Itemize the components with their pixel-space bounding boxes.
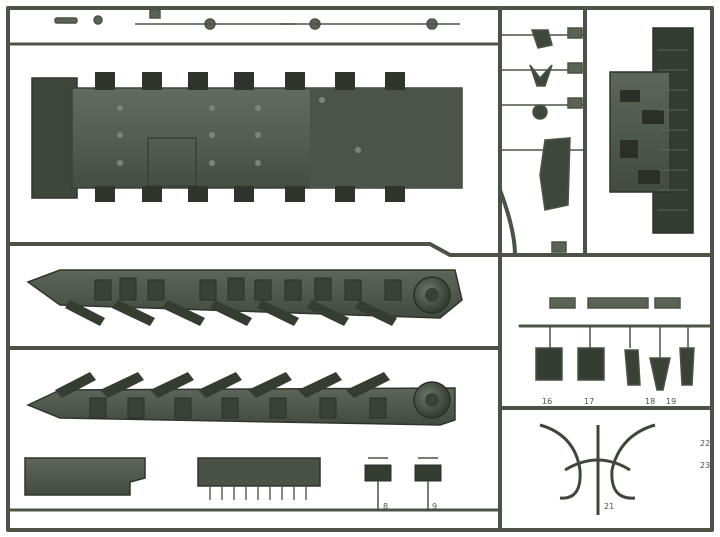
part-number-23: 23 <box>700 461 710 470</box>
rear-hull-part <box>609 27 694 234</box>
suspension-strip-lower <box>26 372 456 426</box>
bottom-panels <box>24 457 442 510</box>
part-number-8: 8 <box>383 502 388 511</box>
part-number-22: 22 <box>700 439 710 448</box>
part-number-17: 17 <box>584 397 594 406</box>
right-small-parts <box>535 297 695 391</box>
top-runner-gates <box>54 9 460 30</box>
part-number-21: 21 <box>604 502 614 511</box>
part-number-19: 19 <box>666 397 676 406</box>
part-number-labels: 8 9 16 17 18 19 21 22 23 <box>383 397 710 511</box>
part-number-18: 18 <box>645 397 655 406</box>
sprue-frame <box>6 6 714 532</box>
part-number-16: 16 <box>542 397 552 406</box>
hull-plate-part <box>31 72 463 202</box>
part-number-9: 9 <box>432 502 437 511</box>
small-parts-column <box>500 27 585 253</box>
suspension-strip-upper <box>26 269 463 326</box>
wire-handle-parts <box>539 423 656 515</box>
